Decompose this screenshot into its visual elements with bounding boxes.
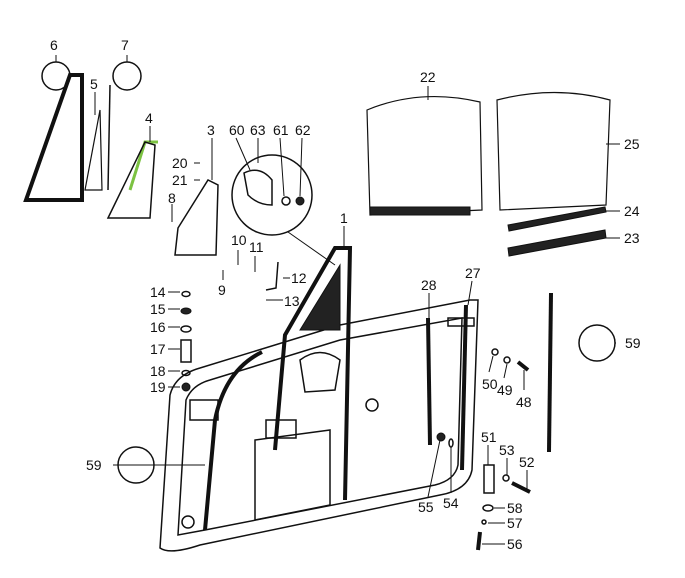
door-shell — [159, 299, 479, 552]
seal-24 — [507, 206, 607, 232]
label-8: 8 — [168, 190, 176, 206]
door-glass — [366, 95, 483, 216]
label-9: 9 — [218, 282, 226, 298]
label-13: 13 — [284, 293, 300, 309]
label-24: 24 — [624, 203, 640, 219]
front-run-channel — [203, 350, 263, 531]
label-10: 10 — [231, 232, 247, 248]
vent-glass-5 — [84, 109, 103, 191]
label-11: 11 — [249, 239, 264, 255]
label-54: 54 — [443, 495, 459, 511]
glass-channel-22 — [369, 206, 471, 216]
label-52: 52 — [519, 454, 535, 470]
label-28: 28 — [421, 277, 437, 293]
rear-glass — [496, 91, 611, 211]
hardware — [180, 169, 531, 551]
channel-23 — [507, 229, 607, 257]
label-55: 55 — [418, 499, 434, 515]
vent-window-frame — [273, 246, 353, 501]
rear-run-channel — [547, 292, 553, 453]
label-22: 22 — [420, 69, 436, 85]
label-27: 27 — [465, 265, 481, 281]
label-25: 25 — [624, 136, 640, 152]
label-7: 7 — [121, 37, 129, 53]
label-15: 15 — [150, 301, 166, 317]
label-5: 5 — [90, 76, 98, 92]
label-50: 50 — [482, 376, 498, 392]
vent-seal-6 — [23, 73, 84, 202]
leader-lines — [94, 86, 620, 545]
label-48: 48 — [516, 394, 532, 410]
label-4: 4 — [145, 110, 153, 126]
label-60: 60 — [229, 122, 245, 138]
label-63: 63 — [250, 122, 266, 138]
channel-28 — [426, 317, 432, 446]
label-57: 57 — [507, 515, 523, 531]
label-3: 3 — [207, 122, 215, 138]
label-58: 58 — [507, 500, 523, 516]
label-6: 6 — [50, 37, 58, 53]
channel-27 — [460, 304, 468, 471]
label-61: 61 — [273, 122, 289, 138]
label-23: 23 — [624, 230, 640, 246]
part-number-labels: 6 7 5 4 3 60 63 61 62 20 21 8 10 11 12 9… — [50, 37, 641, 552]
label-14: 14 — [150, 284, 166, 300]
label-20: 20 — [172, 155, 188, 171]
bracket-27 — [447, 317, 475, 327]
label-1: 1 — [340, 210, 348, 226]
label-12: 12 — [291, 270, 307, 286]
label-59-left: 59 — [86, 457, 102, 473]
label-62: 62 — [295, 122, 311, 138]
label-59-right: 59 — [625, 335, 641, 351]
label-51: 51 — [481, 429, 497, 445]
label-49: 49 — [497, 382, 513, 398]
label-56: 56 — [507, 536, 523, 552]
label-21: 21 — [172, 172, 188, 188]
label-19: 19 — [150, 379, 166, 395]
label-16: 16 — [150, 319, 166, 335]
label-53: 53 — [499, 442, 515, 458]
label-17: 17 — [150, 341, 166, 357]
label-18: 18 — [150, 363, 166, 379]
